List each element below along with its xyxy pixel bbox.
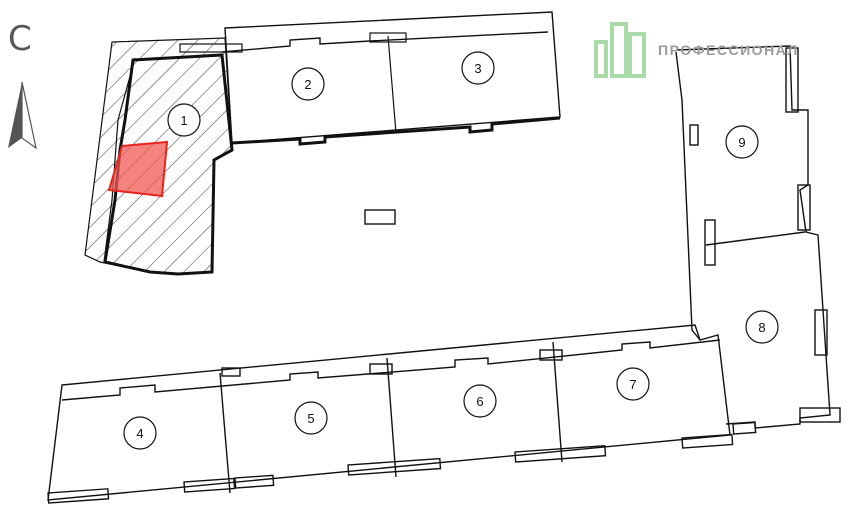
- unit-marker-circle: [463, 384, 497, 418]
- right-wing: [675, 45, 841, 429]
- unit-marker-circle: [461, 51, 495, 85]
- unit-marker-2[interactable]: 2: [291, 67, 325, 101]
- unit-label: 7: [629, 377, 636, 392]
- unit-marker-3[interactable]: 3: [461, 51, 495, 85]
- unit-label: 1: [180, 113, 187, 128]
- unit-markers: 1 2 3 4 5 6 7 8 9: [123, 51, 779, 450]
- unit-marker-circle: [123, 416, 157, 450]
- unit-marker-7[interactable]: 7: [616, 367, 650, 401]
- compass-letter: С: [8, 19, 32, 59]
- unit-marker-circle: [725, 125, 759, 159]
- unit-label: 2: [304, 77, 311, 92]
- unit-marker-circle: [291, 67, 325, 101]
- top-wing: [179, 11, 561, 146]
- brand: ПРОФЕССИОНАЛ: [592, 20, 842, 80]
- unit-label: 3: [474, 61, 481, 76]
- unit-marker-6[interactable]: 6: [463, 384, 497, 418]
- selected-flat-highlight[interactable]: [107, 140, 169, 198]
- north-arrow-icon: [8, 81, 37, 150]
- building-logo-icon: [594, 22, 646, 78]
- brand-name: ПРОФЕССИОНАЛ: [658, 42, 799, 58]
- unit-marker-5[interactable]: 5: [294, 401, 328, 435]
- unit-marker-9[interactable]: 9: [725, 125, 759, 159]
- unit-marker-1[interactable]: 1: [167, 103, 201, 137]
- unit-label: 5: [307, 411, 314, 426]
- unit-label: 8: [758, 320, 765, 335]
- unit-label: 6: [476, 394, 483, 409]
- bottom-wing: [47, 324, 757, 504]
- unit-label: 9: [738, 135, 745, 150]
- unit-marker-circle: [745, 310, 779, 344]
- unit-marker-circle: [167, 103, 201, 137]
- unit-label: 4: [136, 426, 143, 441]
- unit-marker-circle: [616, 367, 650, 401]
- unit-marker-4[interactable]: 4: [123, 416, 157, 450]
- courtyard-element: [364, 209, 396, 225]
- unit-marker-circle: [294, 401, 328, 435]
- unit-marker-8[interactable]: 8: [745, 310, 779, 344]
